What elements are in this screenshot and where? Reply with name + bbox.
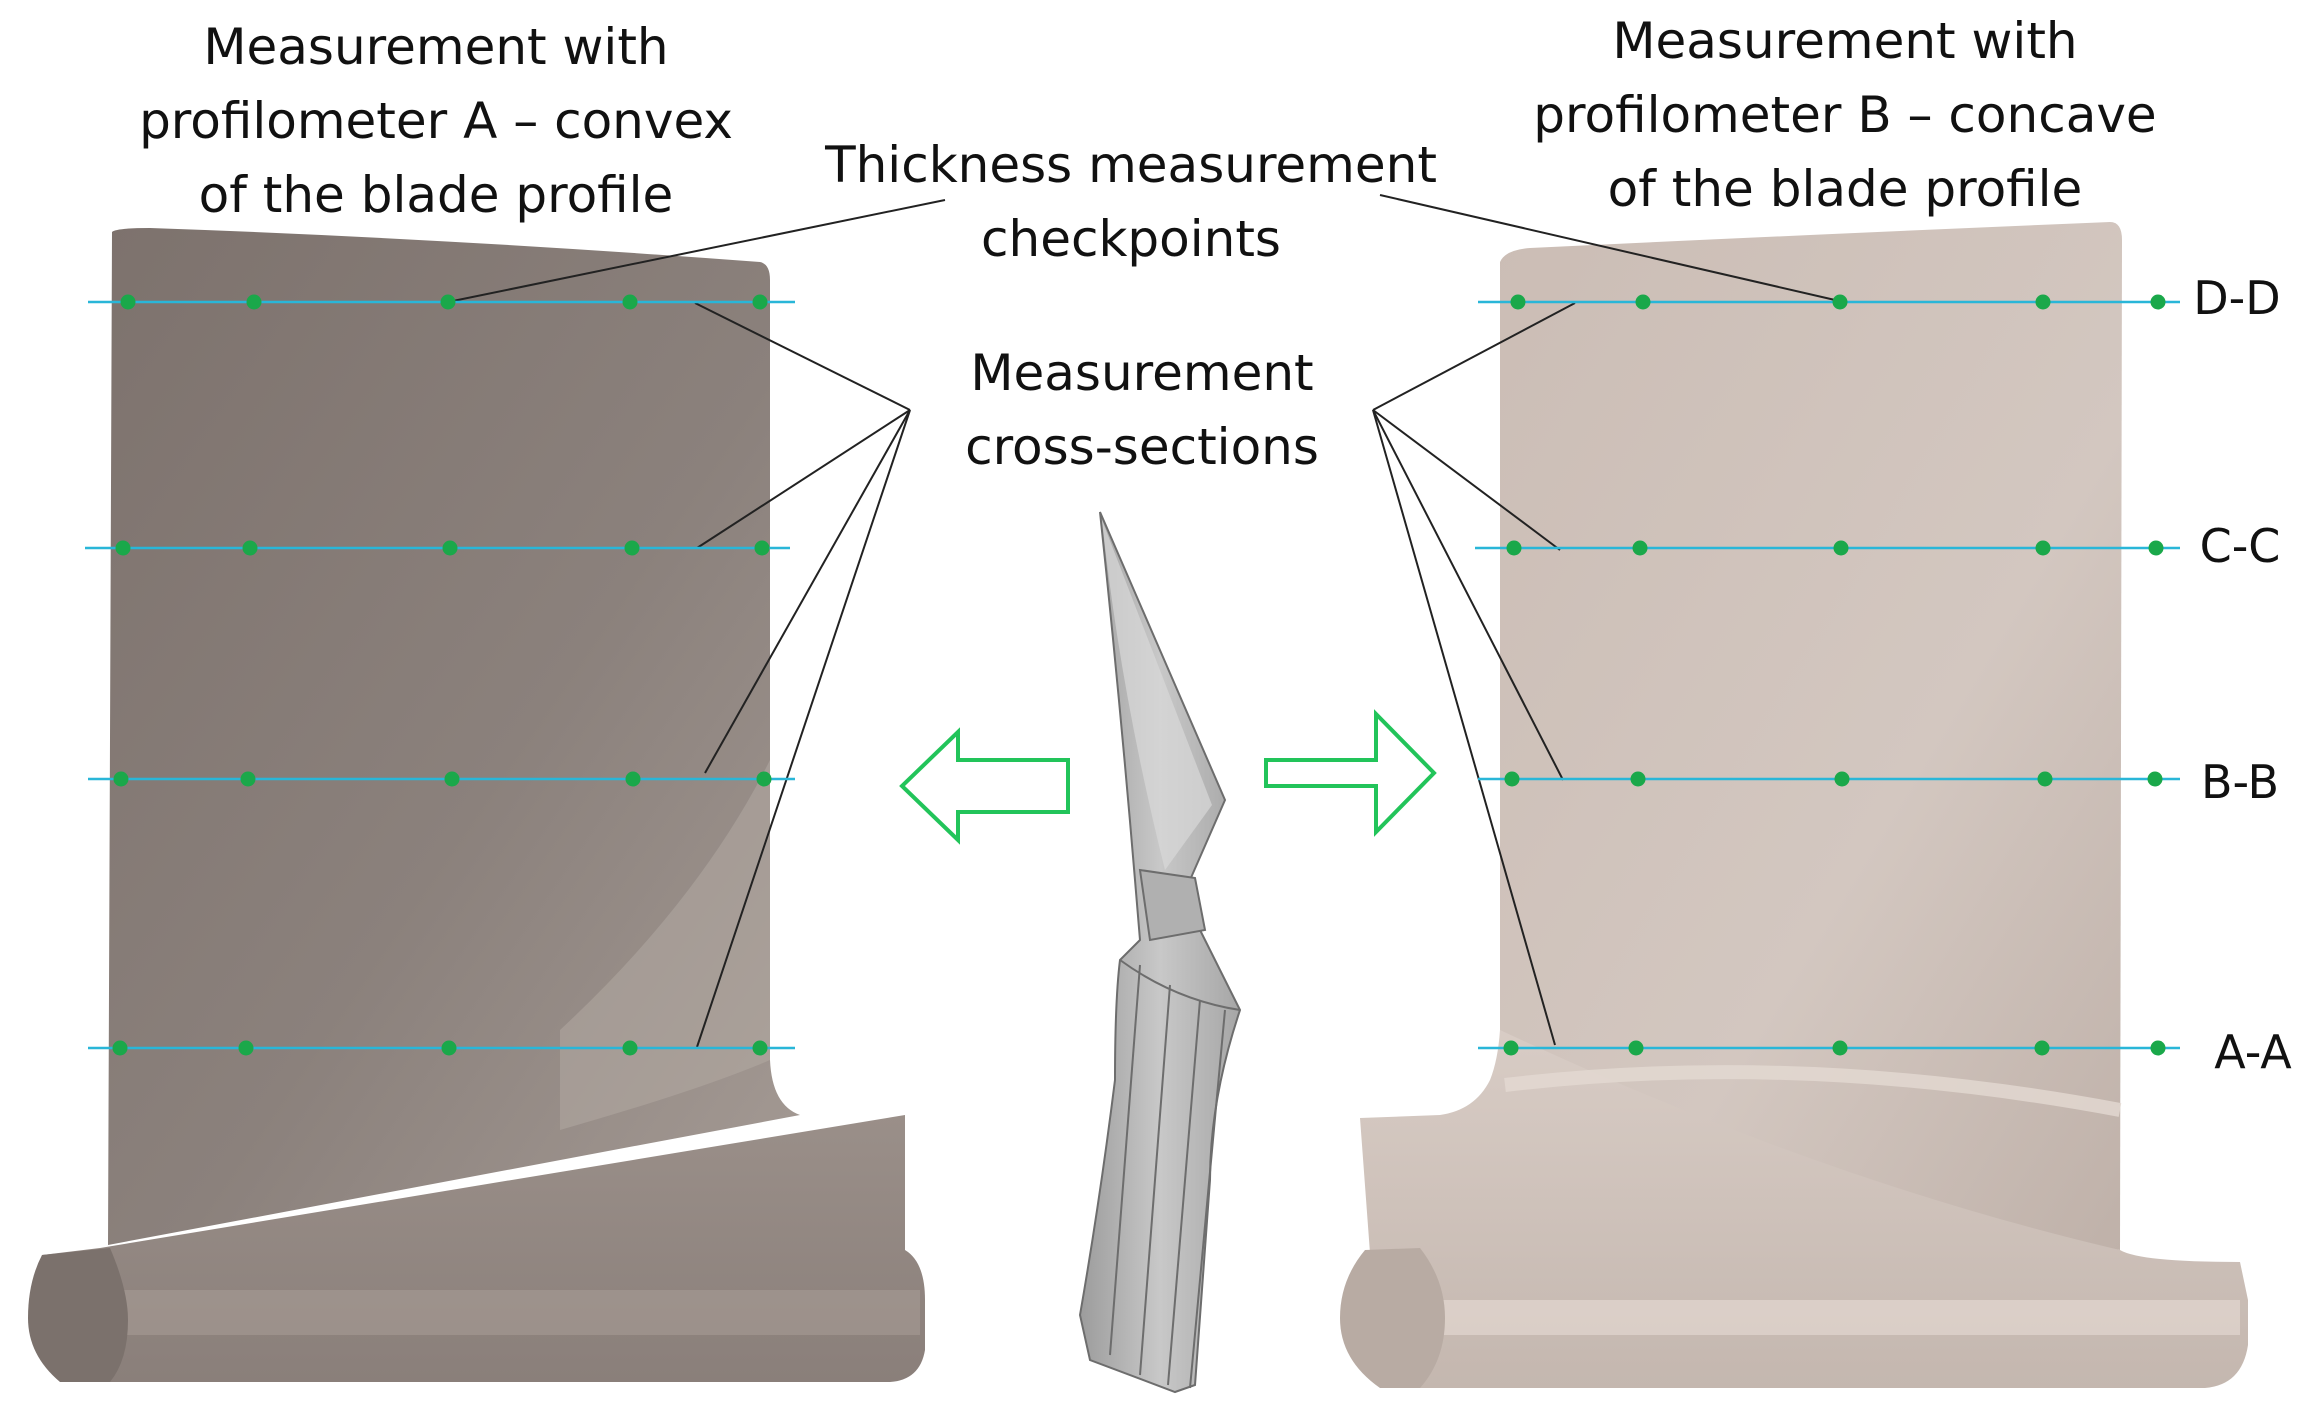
right-checkpoint-aa-2 <box>1628 1040 1644 1056</box>
right-title-line-2: profilometer B – concave <box>1533 86 2156 144</box>
cross-sections-label-line-1: Measurement <box>970 344 1313 402</box>
right-blade-airfoil <box>1500 222 2122 1250</box>
left-blade-platform-band <box>110 1290 920 1335</box>
section-label-cc: C-C <box>2200 519 2281 573</box>
left-blade-root-end <box>28 1248 128 1382</box>
checkpoints-label: Thickness measurement checkpoints <box>824 136 1437 268</box>
right-title-line-3: of the blade profile <box>1608 160 2083 218</box>
measurement-sections <box>85 294 2180 1056</box>
section-label-aa: A-A <box>2214 1025 2292 1079</box>
left-blade <box>28 228 925 1382</box>
left-checkpoint-cc-2 <box>242 540 258 556</box>
leader-section-right-cc <box>1372 409 1561 551</box>
right-checkpoint-cc-1 <box>1506 540 1522 556</box>
right-checkpoint-bb-4 <box>2037 771 2053 787</box>
left-title-line-3: of the blade profile <box>199 166 674 224</box>
section-label-bb: B-B <box>2201 755 2279 809</box>
right-checkpoint-aa-4 <box>2034 1040 2050 1056</box>
left-checkpoint-cc-1 <box>115 540 131 556</box>
left-checkpoint-bb-2 <box>240 771 256 787</box>
section-labels: D-D C-C B-B A-A <box>2193 271 2292 1079</box>
leader-section-right-aa <box>1372 409 1556 1046</box>
leader-section-left-bb <box>704 409 911 774</box>
blade-3d-root-lines <box>1109 959 1241 1389</box>
left-checkpoint-bb-4 <box>625 771 641 787</box>
left-checkpoint-cc-5 <box>754 540 770 556</box>
leader-section-right-bb <box>1372 409 1564 781</box>
blade-3d-highlight <box>1102 520 1212 870</box>
left-title-line-1: Measurement with <box>203 18 668 76</box>
leader-checkpoint-right <box>1379 194 1836 301</box>
leader-lines <box>447 194 1836 1048</box>
left-checkpoint-dd-1 <box>120 294 136 310</box>
left-checkpoint-bb-3 <box>444 771 460 787</box>
right-checkpoint-dd-5 <box>2150 294 2166 310</box>
left-checkpoint-aa-3 <box>441 1040 457 1056</box>
right-checkpoint-cc-5 <box>2148 540 2164 556</box>
right-checkpoint-bb-3 <box>1834 771 1850 787</box>
right-checkpoint-aa-5 <box>2150 1040 2166 1056</box>
right-blade-root-end <box>1340 1248 1445 1388</box>
cross-sections-label-line-2: cross-sections <box>965 418 1319 476</box>
left-checkpoint-cc-4 <box>624 540 640 556</box>
right-checkpoint-dd-3 <box>1832 294 1848 310</box>
left-checkpoint-dd-3 <box>440 294 456 310</box>
left-checkpoint-aa-1 <box>112 1040 128 1056</box>
right-checkpoint-cc-2 <box>1632 540 1648 556</box>
left-title-line-2: profilometer A – convex <box>139 92 733 150</box>
leader-checkpoint-left <box>447 199 946 303</box>
right-blade <box>1340 222 2248 1388</box>
leader-section-left-dd <box>694 302 911 411</box>
right-checkpoint-cc-3 <box>1833 540 1849 556</box>
arrow-left-icon <box>899 727 1070 845</box>
right-checkpoint-cc-4 <box>2035 540 2051 556</box>
left-title: Measurement with profilometer A – convex… <box>139 18 733 224</box>
left-checkpoint-dd-5 <box>752 294 768 310</box>
right-title: Measurement with profilometer B – concav… <box>1533 12 2156 218</box>
checkpoints-label-line-1: Thickness measurement <box>824 136 1437 194</box>
blade-3d-neck <box>1138 868 1207 942</box>
right-checkpoint-bb-1 <box>1504 771 1520 787</box>
cross-sections-label: Measurement cross-sections <box>965 344 1319 476</box>
blade-3d-airfoil <box>1078 511 1242 1394</box>
right-blade-platform <box>1360 1030 2248 1388</box>
right-checkpoint-dd-4 <box>2035 294 2051 310</box>
leader-section-right-dd <box>1372 302 1576 411</box>
right-blade-platform-band <box>1440 1300 2240 1335</box>
section-label-dd: D-D <box>2193 271 2280 325</box>
left-checkpoint-aa-4 <box>622 1040 638 1056</box>
left-checkpoint-bb-1 <box>113 771 129 787</box>
right-title-line-1: Measurement with <box>1612 12 2077 70</box>
leader-section-left-cc <box>696 409 911 549</box>
left-checkpoint-aa-2 <box>238 1040 254 1056</box>
left-checkpoint-dd-2 <box>246 294 262 310</box>
left-blade-fillet <box>560 760 770 1130</box>
arrow-right-icon <box>1264 709 1437 837</box>
left-checkpoint-aa-5 <box>752 1040 768 1056</box>
right-checkpoint-dd-1 <box>1510 294 1526 310</box>
left-checkpoint-dd-4 <box>622 294 638 310</box>
left-checkpoint-cc-3 <box>442 540 458 556</box>
right-checkpoint-aa-1 <box>1503 1040 1519 1056</box>
right-blade-fillet-arc <box>1504 1065 2122 1117</box>
left-checkpoint-bb-5 <box>756 771 772 787</box>
blade-3d-model <box>1078 511 1242 1394</box>
right-checkpoint-dd-2 <box>1635 294 1651 310</box>
right-checkpoint-bb-2 <box>1630 771 1646 787</box>
right-checkpoint-bb-5 <box>2147 771 2163 787</box>
leader-section-left-aa <box>696 409 911 1048</box>
left-blade-airfoil <box>108 228 800 1245</box>
right-checkpoint-aa-3 <box>1832 1040 1848 1056</box>
checkpoints-label-line-2: checkpoints <box>981 210 1281 268</box>
